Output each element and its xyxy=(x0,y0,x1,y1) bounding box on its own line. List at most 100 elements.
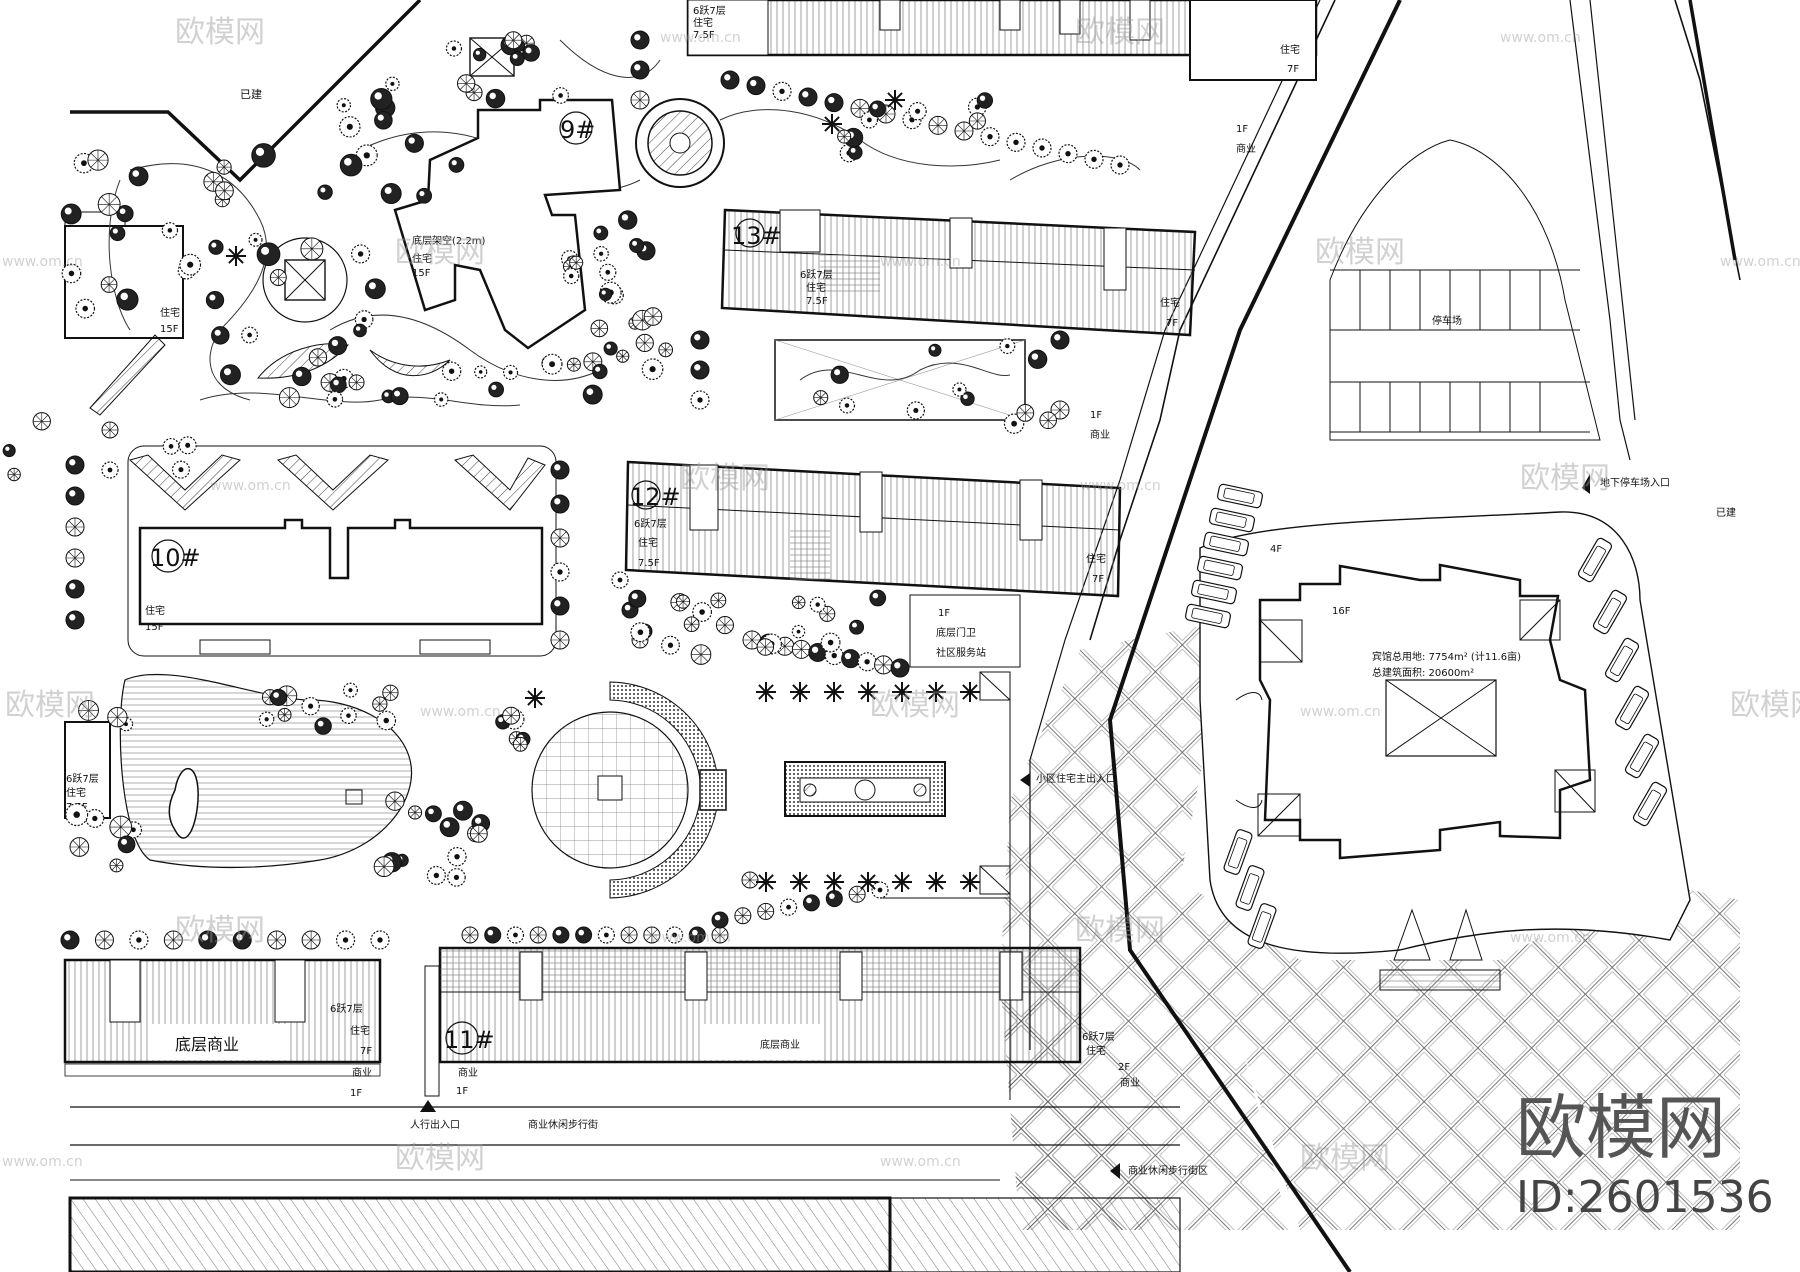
tree-symbol xyxy=(871,881,889,899)
tree-symbol xyxy=(445,40,463,57)
tree-symbol xyxy=(75,298,96,319)
tree-symbol xyxy=(756,638,775,656)
tree-symbol xyxy=(97,192,121,216)
label-b10-res: 住宅 xyxy=(145,604,165,617)
label-ground-shop-left: 底层商业 xyxy=(175,1035,239,1054)
tree-symbol xyxy=(593,225,609,241)
label-hotel-16f: 16F xyxy=(1332,606,1351,617)
palm-symbol xyxy=(858,682,878,702)
tree-symbol xyxy=(129,930,149,950)
tree-symbol xyxy=(522,44,540,62)
tree-symbol xyxy=(241,326,259,344)
tree-symbol xyxy=(502,706,521,725)
tree-symbol xyxy=(635,333,654,353)
tree-symbol xyxy=(590,319,609,338)
tree-symbol xyxy=(710,592,727,609)
tree-symbol xyxy=(364,278,386,300)
tree-symbol xyxy=(824,93,844,113)
car-symbol xyxy=(1184,603,1232,629)
pond-deck xyxy=(119,673,413,869)
building-9: 9# 底层架空(2.2m) 住宅 15F xyxy=(393,98,622,350)
tree-symbol xyxy=(109,858,124,873)
tree-symbol xyxy=(317,184,333,200)
palm-symbol xyxy=(926,682,946,702)
label-b12-right-storeys: 7F xyxy=(1092,574,1104,585)
tree-symbol xyxy=(370,930,390,950)
palm-symbol xyxy=(790,682,810,702)
watermark-url: www.om.cn xyxy=(660,30,741,46)
tree-symbol xyxy=(550,528,570,548)
watermark-brand: 欧模网 xyxy=(1520,461,1610,496)
label-parking: 停车场 xyxy=(1432,314,1462,327)
tree-symbol xyxy=(328,336,348,356)
tree-symbol xyxy=(550,630,570,650)
tree-symbol xyxy=(336,97,352,113)
tree-symbol xyxy=(301,930,321,950)
tree-symbol xyxy=(813,390,829,406)
car-symbol xyxy=(1632,781,1668,827)
label-underground-entry: 地下停车场入口 xyxy=(1600,476,1670,489)
tree-symbol xyxy=(757,902,775,920)
tree-symbol xyxy=(569,255,584,270)
tree-symbol xyxy=(292,366,312,387)
label-bl-res: 住宅 xyxy=(350,1024,370,1037)
tree-symbol xyxy=(65,803,89,827)
tree-symbol xyxy=(314,717,332,735)
palm-symbol xyxy=(885,90,905,110)
building-10-number: 10# xyxy=(150,544,201,572)
tree-symbol xyxy=(809,596,826,613)
tree-symbol xyxy=(711,911,729,929)
car-symbol xyxy=(1577,537,1613,583)
building-11-number: 11# xyxy=(444,1026,495,1054)
tree-symbol xyxy=(65,610,85,630)
tree-symbol xyxy=(69,837,90,857)
label-shop-1f-a: 1F xyxy=(1236,124,1248,135)
tree-symbol xyxy=(256,242,281,267)
tree-symbol xyxy=(603,341,618,356)
tree-symbol xyxy=(1050,330,1070,350)
tree-symbol xyxy=(269,688,288,706)
tree-symbol xyxy=(448,157,465,173)
tree-symbol xyxy=(643,307,663,326)
tree-symbol xyxy=(1006,132,1026,152)
tree-symbol xyxy=(848,885,866,903)
car-symbol xyxy=(1196,555,1244,581)
tree-symbol xyxy=(629,237,645,254)
tree-symbol xyxy=(1084,149,1104,169)
tree-symbol xyxy=(65,548,85,568)
tree-symbol xyxy=(416,187,433,204)
label-guard-1f: 1F xyxy=(938,608,950,619)
tree-symbol xyxy=(980,127,1000,147)
watermark-brand: 欧模网 xyxy=(1300,1141,1390,1176)
label-b11-ground: 底层商业 xyxy=(760,1038,800,1051)
palm-symbol xyxy=(790,872,810,892)
tree-symbol xyxy=(928,343,942,357)
tree-symbol xyxy=(1032,138,1052,158)
watermark-url: www.om.cn xyxy=(1300,704,1381,720)
tree-symbol xyxy=(372,696,388,712)
label-top-res: 住宅 xyxy=(693,16,713,29)
tree-symbol xyxy=(301,696,320,716)
label-b12-h: 7.5F xyxy=(638,558,660,569)
tree-symbol xyxy=(1027,349,1048,370)
tree-symbol xyxy=(960,391,975,406)
tree-symbol xyxy=(100,276,118,293)
walk-street-arrow xyxy=(1110,1163,1120,1179)
watermark-url: www.om.cn xyxy=(880,1154,961,1170)
tree-symbol xyxy=(330,376,347,394)
tree-symbol xyxy=(251,143,276,168)
tree-symbol xyxy=(461,926,479,944)
tree-symbol xyxy=(382,684,399,701)
tree-symbol xyxy=(849,619,865,635)
watermark-url: www.om.cn xyxy=(210,478,291,494)
tree-symbol xyxy=(641,358,664,381)
tree-symbol xyxy=(968,112,986,130)
tree-symbol xyxy=(163,930,183,950)
tree-symbol xyxy=(582,384,603,405)
tree-symbol xyxy=(248,232,263,247)
palm-symbol xyxy=(926,872,946,892)
tree-symbol xyxy=(620,926,638,944)
tree-symbol xyxy=(65,517,85,537)
label-bl-shop: 商业 xyxy=(352,1066,372,1079)
